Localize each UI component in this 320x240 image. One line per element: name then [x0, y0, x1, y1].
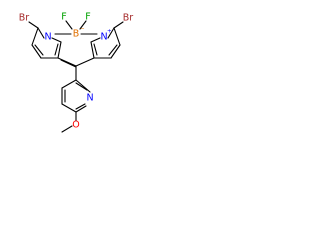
bromine-left-label: Br: [19, 13, 30, 24]
boron-charge: −: [80, 27, 85, 33]
atom-labels: Br Br F F B − N N + N O: [19, 12, 134, 131]
oxygen-label: O: [72, 120, 79, 131]
nitrogen-right-label: N: [100, 32, 107, 43]
bond-lines: [28, 20, 124, 133]
fluorine-left-label: F: [61, 12, 66, 23]
bond: [65, 20, 73, 30]
bond: [57, 57, 77, 67]
bond: [60, 59, 77, 68]
bond: [93, 43, 98, 56]
boron-label: B: [73, 29, 80, 40]
bond: [34, 44, 44, 56]
bond: [90, 41, 95, 59]
bond: [90, 37, 101, 43]
bond: [113, 27, 121, 46]
bond: [37, 27, 45, 39]
bond: [61, 103, 77, 113]
bond: [75, 82, 88, 91]
bond: [113, 21, 124, 29]
bond: [75, 57, 95, 67]
bond: [75, 79, 91, 93]
bond: [79, 20, 87, 30]
bond: [107, 27, 115, 39]
nitrogen-charge: +: [107, 29, 112, 35]
nitrogen-left-label: N: [44, 32, 51, 43]
bond: [110, 44, 121, 59]
pyridine-nitrogen-label: N: [86, 93, 93, 104]
bond: [51, 37, 62, 43]
bond: [57, 41, 62, 59]
bond: [75, 103, 86, 110]
bromine-right-label: Br: [123, 13, 134, 24]
bond: [108, 44, 118, 56]
bond: [31, 44, 42, 59]
bond: [31, 27, 39, 46]
molecule-structure-diagram: Br Br F F B − N N + N O: [19, 12, 134, 133]
bond: [75, 105, 87, 113]
fluorine-right-label: F: [85, 12, 90, 23]
structure-canvas: Br Br F F B − N N + N O: [0, 0, 152, 152]
bond: [54, 43, 59, 56]
bond: [61, 79, 77, 89]
bond: [28, 21, 39, 29]
bond: [61, 125, 73, 133]
